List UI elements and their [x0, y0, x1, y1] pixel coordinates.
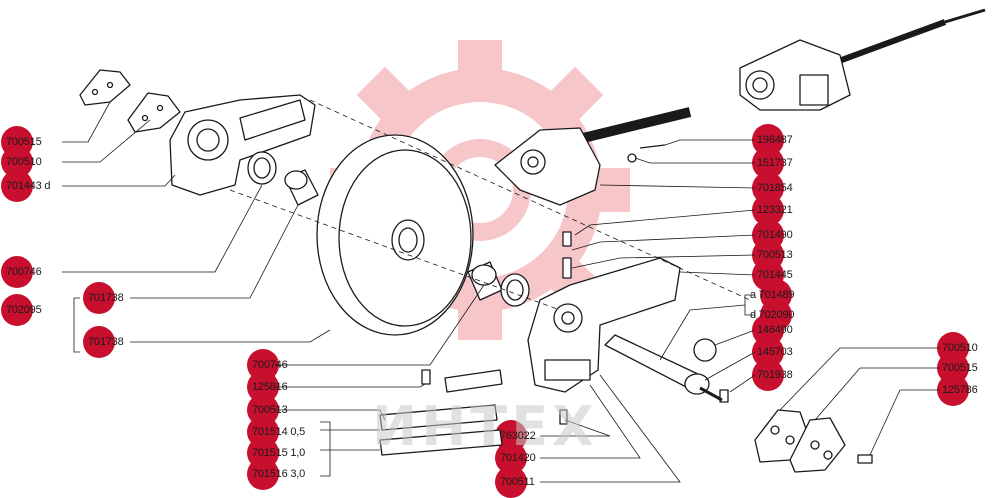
part-label-198487[interactable]: 198487	[752, 124, 793, 156]
part-label-700515-left[interactable]: 700515	[1, 126, 42, 158]
left-bushings	[247, 151, 319, 206]
part-label-700746-left[interactable]: 700746	[1, 256, 42, 288]
left-housing	[169, 94, 316, 196]
part-label-701490[interactable]: 701490	[752, 219, 793, 251]
part-label-701738-lower[interactable]: 701738	[83, 326, 124, 358]
leader-lines	[62, 99, 940, 483]
part-label-151737[interactable]: 151737	[752, 147, 793, 179]
idler-wheel	[316, 134, 474, 336]
part-label-700515-right[interactable]: 700515	[937, 352, 978, 384]
part-label-701514[interactable]: 701514 0,5	[247, 416, 305, 448]
part-label-763022[interactable]: 763022	[495, 420, 536, 452]
part-label-700510-right[interactable]: 700510	[937, 332, 978, 364]
part-label-701738-upper[interactable]: 701738	[83, 282, 124, 314]
part-label-701489[interactable]: a 701489	[750, 279, 794, 311]
part-label-125786[interactable]: 125786	[937, 374, 978, 406]
part-label-701420[interactable]: 701420	[495, 442, 536, 474]
part-label-700510-left[interactable]: 700510	[1, 146, 42, 178]
upper-bracket	[494, 107, 692, 206]
part-label-700513-center[interactable]: 700513	[247, 394, 288, 426]
part-label-701516[interactable]: 701516 3,0	[247, 458, 305, 490]
right-bracket-plates	[754, 409, 846, 473]
center-bushings	[467, 261, 530, 307]
left-bracket-plates	[79, 69, 181, 133]
part-label-145703[interactable]: 145703	[752, 336, 793, 368]
part-label-700513-right[interactable]: 700513	[752, 239, 793, 271]
part-label-701443[interactable]: 701443 d	[1, 170, 50, 202]
part-label-125816[interactable]: 125816	[247, 371, 288, 403]
wear-plates	[379, 369, 503, 456]
hydraulic-cylinder	[604, 334, 723, 402]
part-label-701854[interactable]: 701854	[752, 172, 793, 204]
part-label-123321[interactable]: 123321	[752, 194, 793, 226]
tensioner-arm	[527, 257, 681, 393]
part-label-702095[interactable]: 702095	[1, 294, 42, 326]
small-pins	[421, 231, 873, 464]
part-label-701445[interactable]: 701445	[752, 259, 793, 291]
part-label-701938[interactable]: 701938	[752, 359, 793, 391]
part-label-146490[interactable]: 146490	[752, 314, 793, 346]
shaft-assembly-top-right	[739, 8, 986, 111]
part-label-700511[interactable]: 700511	[495, 466, 535, 498]
part-label-700746-center[interactable]: 700746	[247, 349, 288, 381]
watermark-text: ИНТЕХ	[372, 395, 598, 458]
part-label-701515[interactable]: 701515 1,0	[247, 437, 305, 469]
